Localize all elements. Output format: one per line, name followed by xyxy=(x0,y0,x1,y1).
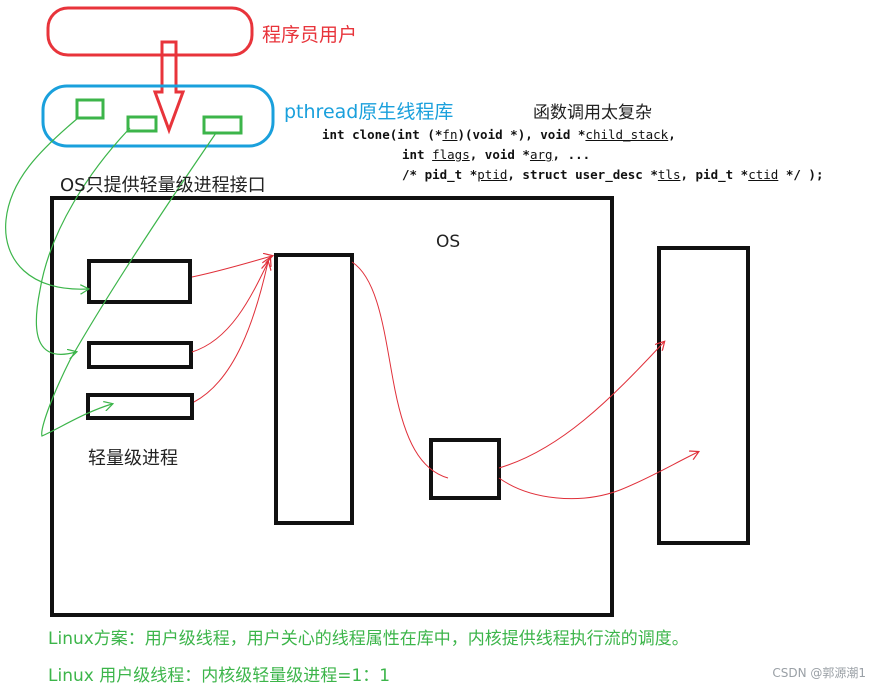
complex-label: 函数调用太复杂 xyxy=(533,103,652,123)
code-text: )(void *), void * xyxy=(457,127,586,142)
user-thread-box xyxy=(202,115,243,135)
user-thread-box xyxy=(126,115,158,133)
pthread-label: pthread原生线程库 xyxy=(284,101,454,123)
user-to-library-arrow xyxy=(152,40,186,135)
thread-mapping-note: Linux 用户级线程：内核级轻量级进程=1：1 xyxy=(48,666,391,686)
code-param-flags: flags xyxy=(432,147,470,162)
red-schedule-arrow xyxy=(191,256,272,278)
code-param-arg: arg xyxy=(529,147,553,162)
code-param-ctid: ctid xyxy=(748,167,779,182)
code-param-ptid: ptid xyxy=(477,167,508,182)
red-return-arrow xyxy=(498,342,664,469)
os-title: OS xyxy=(436,232,461,252)
green-mapping-arrow xyxy=(35,127,131,354)
clone-signature-line-3: /* pid_t *ptid, struct user_desc *tls, p… xyxy=(402,167,823,182)
os-box xyxy=(50,196,614,617)
green-mapping-arrow xyxy=(5,117,88,289)
code-param-child-stack: child_stack xyxy=(585,127,669,142)
code-text: , struct user_desc * xyxy=(507,167,658,182)
red-dispatch-arrow xyxy=(351,261,449,479)
watermark: CSDN @郭源潮1 xyxy=(772,666,866,680)
red-schedule-arrow xyxy=(191,258,270,353)
library-box xyxy=(41,84,275,148)
lwp-label: 轻量级进程 xyxy=(88,448,178,469)
kernel-queue-box xyxy=(274,253,354,525)
code-text: int clone(int (* xyxy=(322,127,443,142)
user-box xyxy=(46,6,254,57)
user-thread-box xyxy=(75,98,105,120)
code-param-tls: tls xyxy=(657,167,681,182)
code-text: int xyxy=(402,147,433,162)
code-param-fn: fn xyxy=(442,127,458,142)
lwp-box xyxy=(87,259,192,304)
cpu-box xyxy=(429,438,501,500)
code-text: , void * xyxy=(469,147,530,162)
lwp-box xyxy=(86,393,194,420)
lwp-box xyxy=(87,341,193,369)
red-return-arrow xyxy=(498,452,698,500)
right-queue-box xyxy=(657,246,750,545)
green-mapping-arrow xyxy=(41,132,217,437)
clone-signature-line-1: int clone(int (*fn)(void *), void *child… xyxy=(322,127,676,142)
code-text: /* pid_t * xyxy=(402,167,478,182)
clone-signature-line-2: int flags, void *arg, ... xyxy=(402,147,590,162)
code-text: , xyxy=(668,127,676,142)
linux-scheme-note: Linux方案：用户级线程，用户关心的线程属性在库中，内核提供线程执行流的调度。 xyxy=(48,629,689,649)
user-label: 程序员用户 xyxy=(262,24,358,46)
red-schedule-arrow xyxy=(193,262,268,403)
code-text: , pid_t * xyxy=(680,167,749,182)
code-text: */ ); xyxy=(778,167,824,182)
code-text: , ... xyxy=(552,147,591,162)
os-interface-note: OS只提供轻量级进程接口 xyxy=(60,175,266,196)
